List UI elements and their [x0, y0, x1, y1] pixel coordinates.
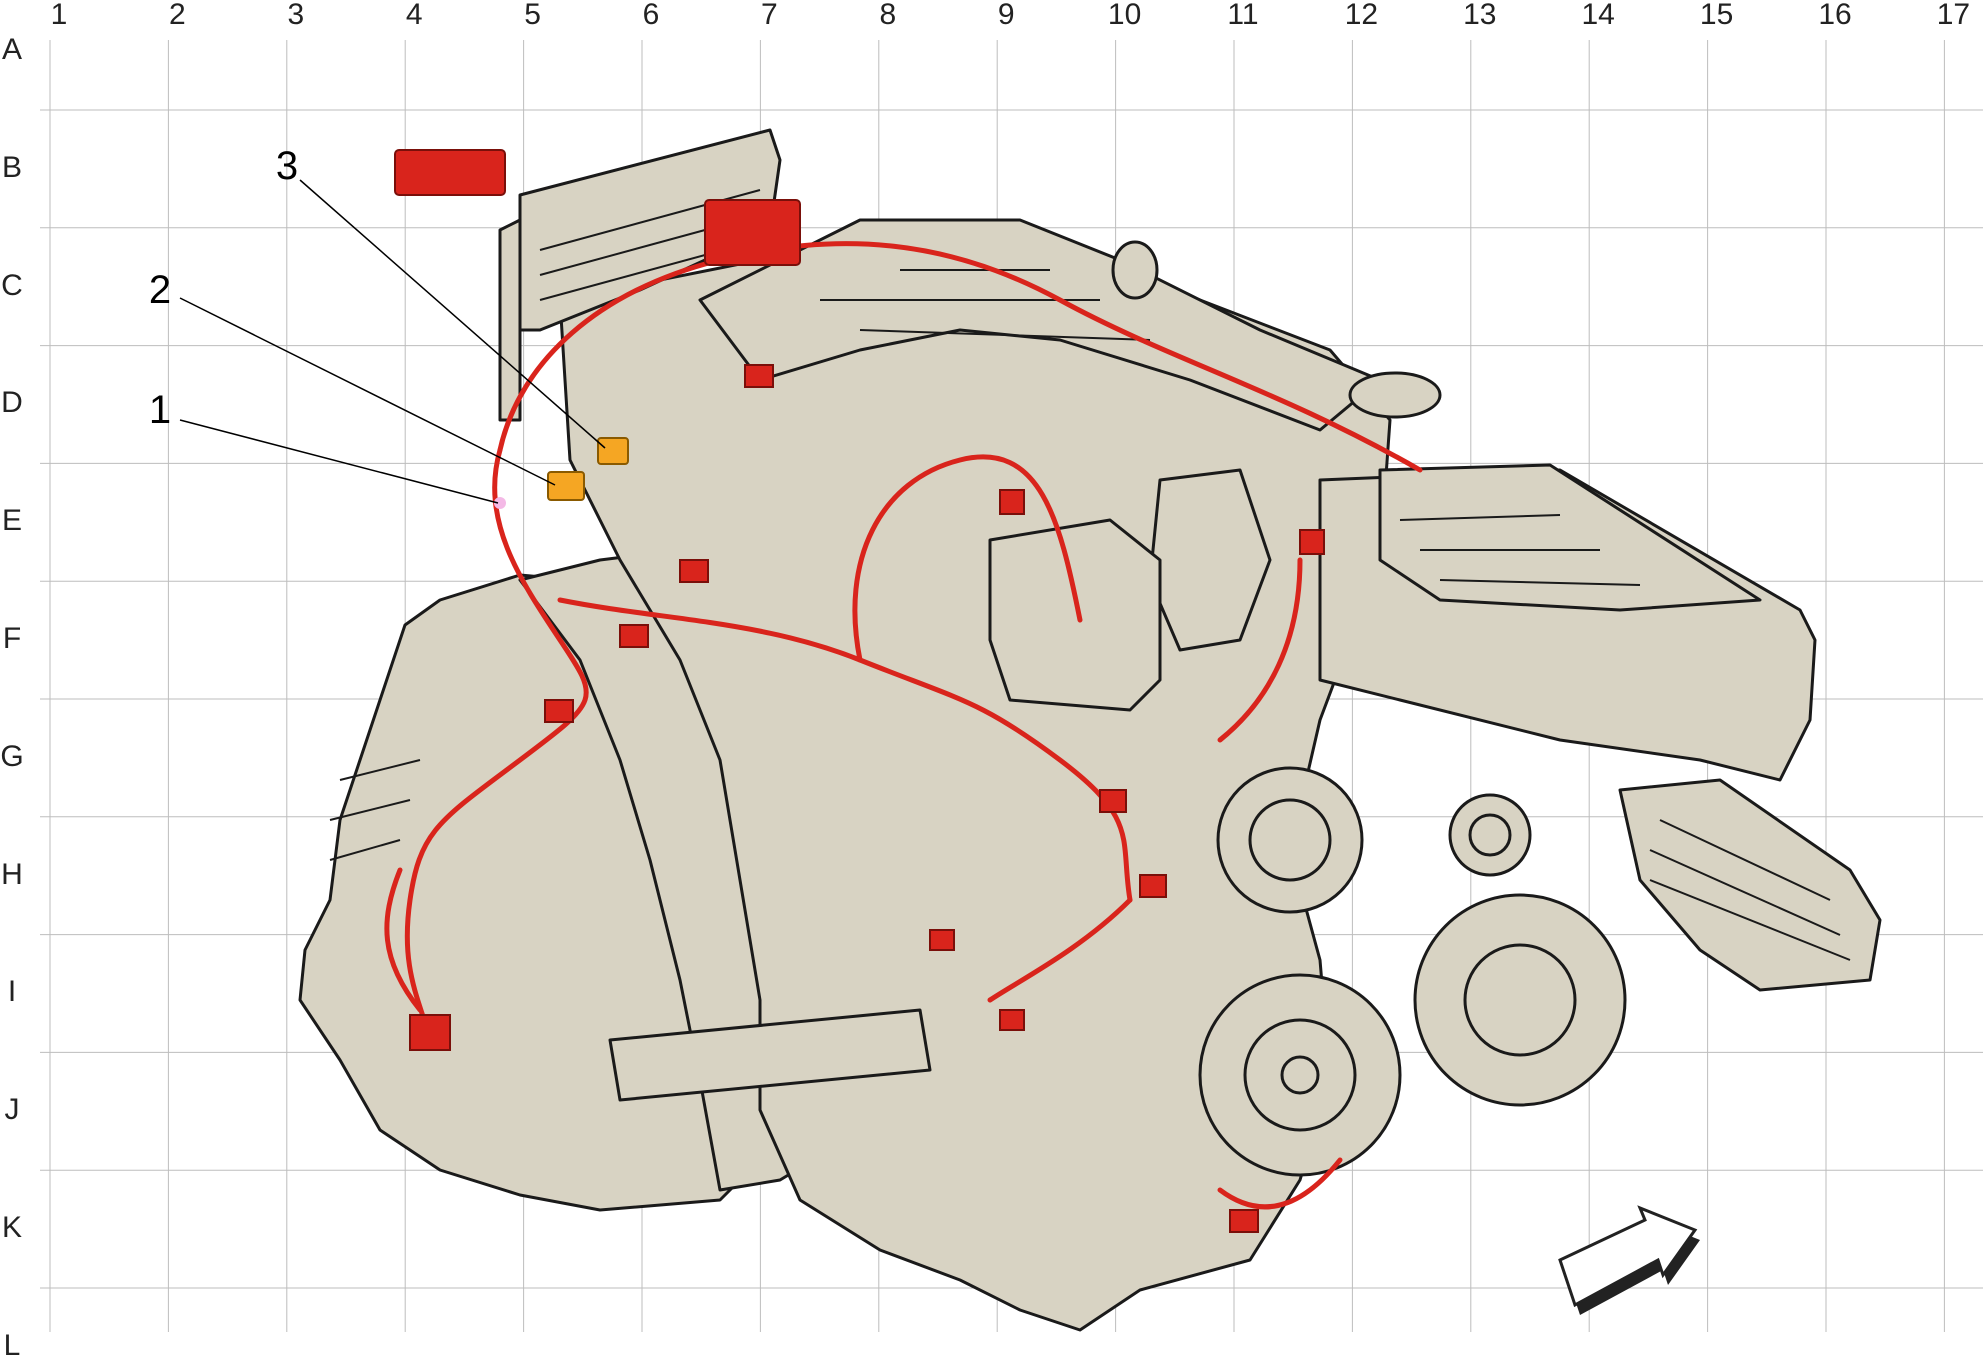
grid-column-label: 3 — [287, 0, 305, 31]
grid-column-label: 1 — [50, 0, 68, 31]
callout-3: 3 — [275, 144, 299, 188]
grid-column-label: 12 — [1344, 0, 1379, 31]
connector-2-highlight — [547, 471, 585, 501]
grid-column-label: 15 — [1699, 0, 1734, 31]
grid-row-label: F — [2, 622, 22, 655]
grid-column-label: 5 — [524, 0, 541, 31]
leader-line-3 — [299, 179, 606, 449]
grid-row-label: C — [1, 268, 23, 302]
grid-column-label: 10 — [1107, 0, 1142, 31]
grid-row-label: A — [1, 33, 22, 66]
grid-column-label: 8 — [879, 0, 897, 31]
grid-row-label: B — [1, 150, 22, 184]
grid-column-label: 2 — [169, 0, 186, 31]
grid-row-label: D — [1, 386, 23, 420]
grid-row-label: L — [3, 1328, 21, 1362]
grid-row-label: H — [1, 857, 23, 891]
leader-line-2 — [179, 297, 556, 486]
callout-1: 1 — [148, 388, 172, 432]
grid-column-label: 13 — [1463, 0, 1497, 31]
harness-connectors — [394, 149, 1325, 1233]
grid-column-label: 7 — [761, 0, 778, 31]
grid-column-label: 4 — [405, 0, 423, 31]
grid-column-label: 17 — [1936, 0, 1971, 31]
callout-leader-lines — [179, 179, 606, 504]
wiring-harness — [384, 241, 1423, 1210]
grid-row-label: J — [4, 1093, 20, 1127]
grid-row-label: I — [7, 975, 17, 1009]
grid-column-label: 14 — [1581, 0, 1615, 31]
engine-block — [298, 128, 1882, 1332]
callout-2: 2 — [148, 268, 172, 312]
grid-column-label: 16 — [1818, 0, 1852, 31]
highlighted-connectors — [547, 437, 629, 501]
grid-column-label: 9 — [997, 0, 1015, 31]
engine-illustration — [40, 40, 1983, 1332]
grid-column-label: 11 — [1227, 0, 1259, 31]
direction-arrow-icon — [1558, 1205, 1700, 1315]
leader-line-1 — [179, 419, 499, 504]
grid-row-label: K — [1, 1211, 22, 1244]
grid-column-label: 6 — [642, 0, 660, 31]
connector-3-highlight — [597, 437, 629, 465]
grid-row-label: G — [0, 739, 24, 773]
grid-row-label: E — [1, 504, 22, 538]
connector-1-marker — [494, 497, 506, 509]
